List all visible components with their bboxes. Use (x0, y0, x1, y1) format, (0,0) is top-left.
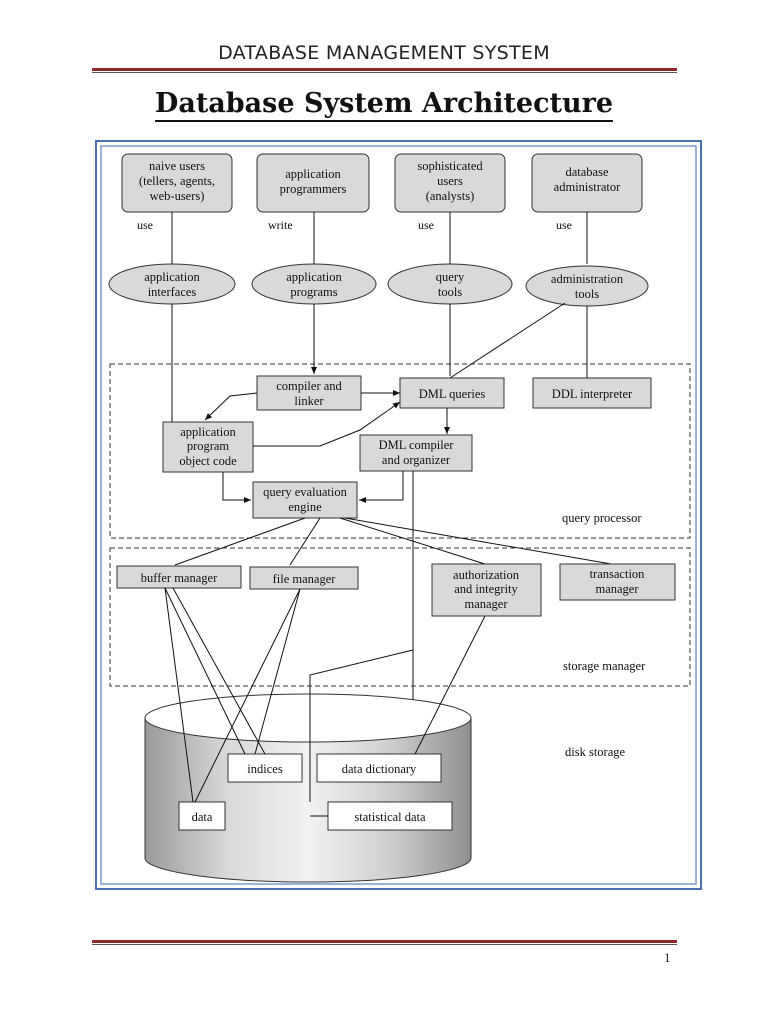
box-auth-integrity: authorization and integrity manager (431, 563, 542, 617)
user-sophisticated: sophisticated users (analysts) (394, 153, 506, 213)
box-transaction-manager: transaction manager (559, 563, 676, 601)
tool-2-line1: application (286, 270, 342, 284)
frame-outer (95, 140, 702, 890)
box-compiler-linker: compiler and linker (256, 375, 362, 411)
user-naive-line2: (tellers, agents, (139, 174, 215, 188)
box-indices: indices (227, 753, 303, 783)
tool-admin-tools: administration tools (525, 265, 649, 307)
auth-line1: authorization (453, 568, 520, 582)
user-soph-line1: sophisticated (417, 159, 483, 173)
qee-line2: engine (288, 500, 322, 514)
storage-manager-label: storage manager (563, 659, 646, 673)
user-dba-line2: administrator (554, 180, 621, 194)
objcode-line2: program (187, 439, 230, 453)
running-header: DATABASE MANAGEMENT SYSTEM (218, 42, 550, 64)
page-title: Database System Architecture (0, 88, 768, 122)
action-use-1: use (137, 218, 153, 232)
dmlc-line1: DML compiler (379, 438, 455, 452)
tool-app-programs: application programs (251, 263, 377, 305)
tool-query-tools: query tools (387, 263, 513, 305)
box-query-eval-engine: query evaluation engine (252, 481, 358, 519)
data-text: data (192, 810, 213, 824)
tool-3-line1: query (436, 270, 465, 284)
buffer-text: buffer manager (141, 571, 218, 585)
txn-line2: manager (595, 582, 639, 596)
user-naive-line1: naive users (149, 159, 205, 173)
query-processor-label: query processor (562, 511, 642, 525)
user-dba: database administrator (531, 153, 643, 213)
tool-3-line2: tools (438, 285, 462, 299)
query-processor-region (109, 363, 691, 539)
objcode-line1: application (180, 425, 236, 439)
user-app-programmers: application programmers (256, 153, 370, 213)
user-soph-line3: (analysts) (426, 189, 475, 203)
header-rule (92, 68, 677, 71)
user-dba-line1: database (565, 165, 608, 179)
disk-storage-label: disk storage (565, 745, 626, 759)
stat-text: statistical data (354, 810, 426, 824)
user-app-line1: application (285, 167, 341, 181)
frame-inner (100, 145, 697, 885)
user-app-line2: programmers (280, 182, 347, 196)
dml-queries-text: DML queries (419, 387, 486, 401)
ddl-text: DDL interpreter (552, 387, 633, 401)
tool-4-line2: tools (575, 287, 599, 301)
user-naive: naive users (tellers, agents, web-users) (121, 153, 233, 213)
disk-cylinder (144, 693, 472, 883)
tool-app-interfaces: application interfaces (108, 263, 236, 305)
page-number: 1 (664, 950, 671, 965)
box-data: data (178, 801, 226, 831)
header-rule-thin (92, 72, 677, 73)
user-soph-line2: users (437, 174, 463, 188)
tool-1-line2: interfaces (148, 285, 197, 299)
box-dml-compiler: DML compiler and organizer (359, 434, 473, 472)
box-statistical-data: statistical data (327, 801, 453, 831)
box-app-object-code: application program object code (162, 421, 254, 473)
qee-line1: query evaluation (263, 485, 347, 499)
box-ddl-interpreter: DDL interpreter (532, 377, 652, 409)
action-write: write (268, 218, 293, 232)
indices-text: indices (247, 762, 283, 776)
box-data-dictionary: data dictionary (316, 753, 442, 783)
objcode-line3: object code (179, 454, 237, 468)
action-use-2: use (418, 218, 434, 232)
dmlc-line2: and organizer (382, 453, 451, 467)
auth-line2: and integrity (454, 582, 518, 596)
compiler-line2: linker (294, 394, 324, 408)
tool-2-line2: programs (290, 285, 337, 299)
auth-line3: manager (464, 597, 508, 611)
tool-1-line1: application (144, 270, 200, 284)
user-naive-line3: web-users) (150, 189, 205, 203)
footer-rule-thin (92, 944, 677, 945)
txn-line1: transaction (590, 567, 646, 581)
box-buffer-manager: buffer manager (116, 565, 242, 589)
dd-text: data dictionary (342, 762, 417, 776)
footer-rule (92, 940, 677, 943)
tool-4-line1: administration (551, 272, 624, 286)
box-dml-queries: DML queries (399, 377, 505, 409)
architecture-diagram: naive users (tellers, agents, web-users)… (95, 140, 702, 890)
file-text: file manager (273, 572, 337, 586)
box-file-manager: file manager (249, 566, 359, 590)
page-title-text: Database System Architecture (154, 88, 614, 122)
action-use-3: use (556, 218, 572, 232)
storage-manager-region (109, 547, 691, 687)
compiler-line1: compiler and (276, 379, 342, 393)
